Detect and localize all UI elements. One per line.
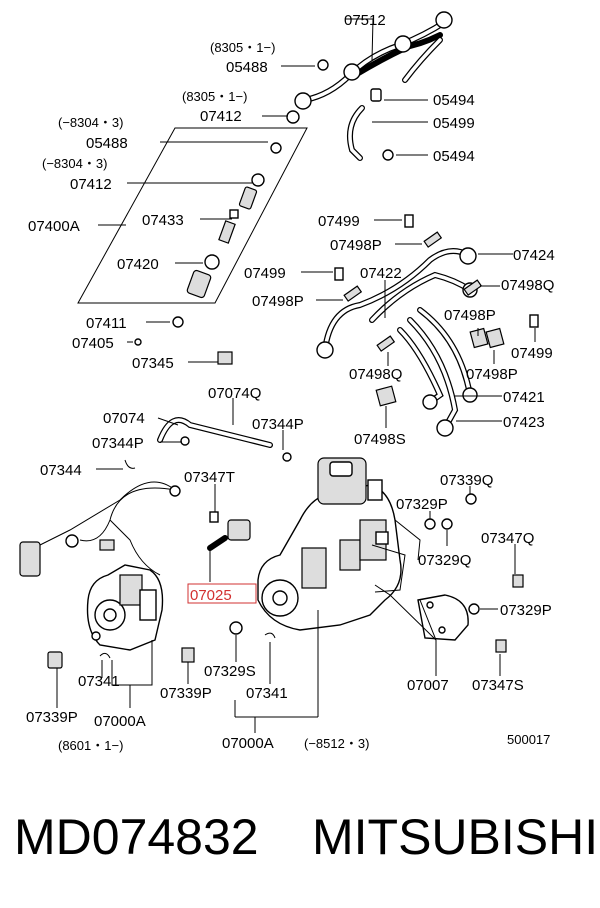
label-07422: 07422 bbox=[360, 265, 402, 282]
part-number: MD074832 bbox=[14, 809, 259, 865]
label-05494-a: 05494 bbox=[433, 92, 475, 109]
label-07344P-a: 07344P bbox=[252, 416, 304, 433]
label-8512: (−8512・3) bbox=[304, 736, 369, 751]
label-07498P-a: 07498P bbox=[330, 237, 382, 254]
label-07347T: 07347T bbox=[184, 469, 235, 486]
label-07074: 07074 bbox=[103, 410, 145, 427]
label-07347S: 07347S bbox=[472, 677, 524, 694]
label-07498Q-a: 07498Q bbox=[501, 277, 554, 294]
label-07000A-b: 07000A bbox=[222, 735, 274, 752]
brand-name: MITSUBISHI bbox=[312, 809, 599, 865]
highlight-box-07025 bbox=[187, 583, 257, 604]
label-07424: 07424 bbox=[513, 247, 555, 264]
label-07412-b: 07412 bbox=[70, 176, 112, 193]
injection-pump-main bbox=[257, 457, 421, 631]
leader-lines bbox=[56, 18, 536, 733]
nut-07339Q bbox=[465, 493, 477, 505]
label-8305-b: (8305・1−) bbox=[182, 89, 247, 104]
injection-pipes-top bbox=[286, 11, 453, 124]
label-07498P-c: 07498P bbox=[444, 307, 496, 324]
label-07007: 07007 bbox=[407, 677, 449, 694]
washer-07329P-a bbox=[424, 518, 436, 530]
label-07498Q-b: 07498Q bbox=[349, 366, 402, 383]
nozzle-assembly bbox=[77, 127, 308, 304]
label-07341-b: 07341 bbox=[246, 685, 288, 702]
label-07341-a: 07341 bbox=[78, 673, 120, 690]
label-07433: 07433 bbox=[142, 212, 184, 229]
label-07420: 07420 bbox=[117, 256, 159, 273]
label-07000A-a: 07000A bbox=[94, 713, 146, 730]
washer-07405 bbox=[134, 338, 142, 346]
label-07074Q: 07074Q bbox=[208, 385, 261, 402]
bracket-07007 bbox=[417, 594, 469, 641]
label-07499-c: 07499 bbox=[511, 345, 553, 362]
parts-diagram: 07512 (8305・1−) 05488 (8305・1−) 07412 05… bbox=[19, 11, 555, 753]
part-labels: 07512 (8305・1−) 05488 (8305・1−) 07412 05… bbox=[26, 12, 555, 753]
label-8305-a: (8305・1−) bbox=[210, 40, 275, 55]
wiring-harness bbox=[19, 481, 251, 577]
label-07344: 07344 bbox=[40, 462, 82, 479]
label-07499-b: 07499 bbox=[244, 265, 286, 282]
label-07400A: 07400A bbox=[28, 218, 80, 235]
return-pipes bbox=[316, 214, 539, 437]
nut-07339P bbox=[181, 647, 195, 663]
label-8601: (8601・1−) bbox=[58, 738, 123, 753]
label-07512: 07512 bbox=[344, 12, 386, 29]
label-07329S: 07329S bbox=[204, 663, 256, 680]
washer-07329Q bbox=[441, 518, 453, 530]
label-07347Q: 07347Q bbox=[481, 530, 534, 547]
overflow-hose bbox=[124, 417, 292, 469]
label-07329P-b: 07329P bbox=[500, 602, 552, 619]
label-07339P-a: 07339P bbox=[160, 685, 212, 702]
label-07405: 07405 bbox=[72, 335, 114, 352]
label-07498P-d: 07498P bbox=[466, 366, 518, 383]
label-07329P-a: 07329P bbox=[396, 496, 448, 513]
bolt-07347S bbox=[495, 639, 507, 653]
label-07025[interactable]: 07025 bbox=[190, 587, 232, 604]
leak-off-hose bbox=[347, 105, 394, 161]
washer-07411 bbox=[172, 316, 184, 328]
label-8304-b: (−8304・3) bbox=[42, 156, 107, 171]
bracket-07345 bbox=[217, 351, 233, 365]
key-07341 bbox=[264, 632, 276, 639]
label-05488-a: 05488 bbox=[226, 59, 268, 76]
footer: MD074832 MITSUBISHI bbox=[0, 808, 600, 878]
label-05488-b: 05488 bbox=[86, 135, 128, 152]
label-07412-a: 07412 bbox=[200, 108, 242, 125]
label-07339P-b: 07339P bbox=[26, 709, 78, 726]
label-07344P-b: 07344P bbox=[92, 435, 144, 452]
label-07499-a: 07499 bbox=[318, 213, 360, 230]
label-07339Q: 07339Q bbox=[440, 472, 493, 489]
label-05494-b: 05494 bbox=[433, 148, 475, 165]
label-07498P-b: 07498P bbox=[252, 293, 304, 310]
label-07421: 07421 bbox=[503, 389, 545, 406]
label-8304-a: (−8304・3) bbox=[58, 115, 123, 130]
label-07345: 07345 bbox=[132, 355, 174, 372]
label-07498S: 07498S bbox=[354, 431, 406, 448]
label-07411: 07411 bbox=[86, 315, 127, 332]
injection-pump-alt bbox=[47, 564, 164, 669]
washer-07329S bbox=[229, 621, 243, 635]
washer-07329P-b bbox=[468, 603, 480, 615]
label-05499: 05499 bbox=[433, 115, 475, 132]
bolt-07347Q bbox=[512, 574, 524, 588]
label-500017: 500017 bbox=[507, 732, 550, 747]
label-07329Q: 07329Q bbox=[418, 552, 471, 569]
label-07423: 07423 bbox=[503, 414, 545, 431]
